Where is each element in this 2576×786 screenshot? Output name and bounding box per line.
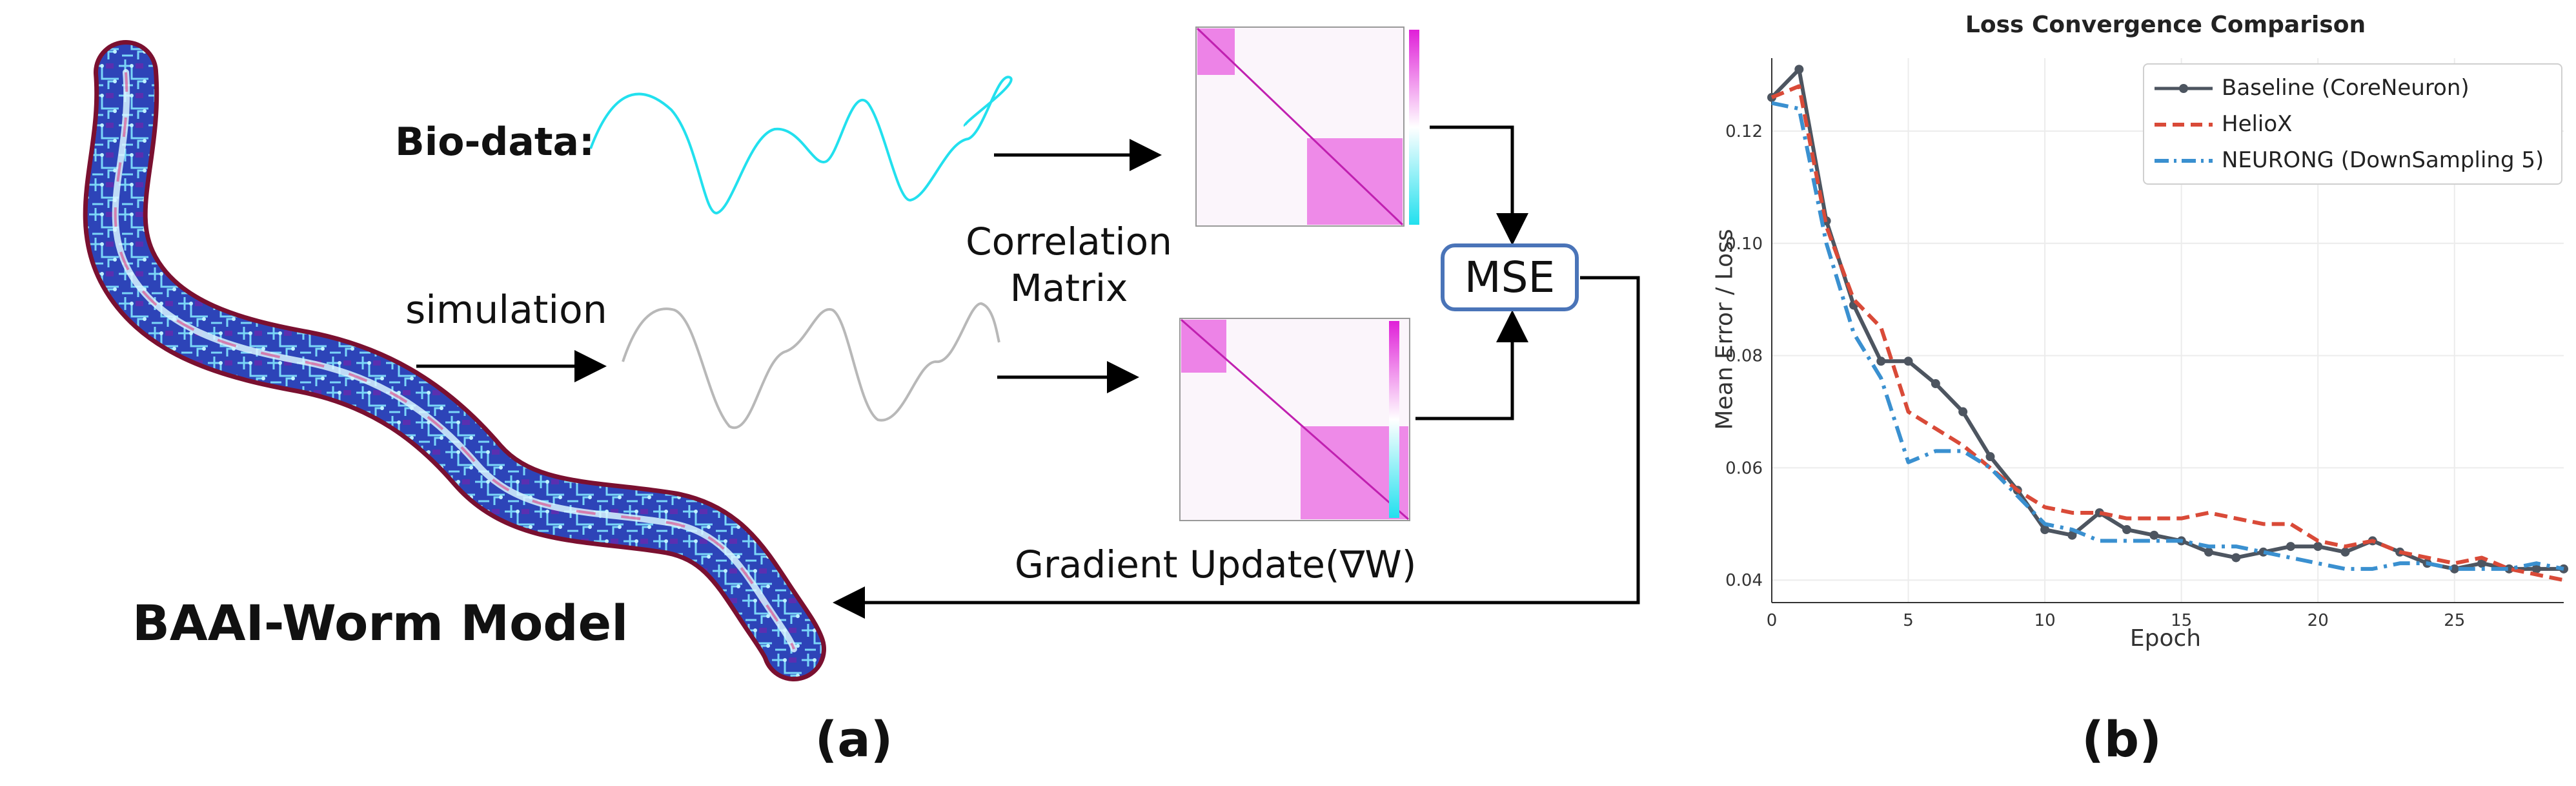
gradient-update-label: Gradient Update(∇W) bbox=[1015, 543, 1417, 586]
series-point-0 bbox=[2067, 530, 2077, 540]
series-point-0 bbox=[2204, 547, 2213, 557]
legend-swatch-heliox bbox=[2155, 123, 2213, 127]
x-tick-label: 20 bbox=[2307, 611, 2329, 630]
legend-label-neurong: NEURONG (DownSampling 5) bbox=[2222, 147, 2544, 173]
series-point-0 bbox=[2531, 564, 2541, 574]
simulation-label: simulation bbox=[405, 287, 607, 333]
legend-swatch-baseline bbox=[2155, 84, 2213, 93]
panel-a-label: (a) bbox=[815, 710, 893, 768]
bio-data-label: Bio-data: bbox=[395, 119, 595, 165]
bio-signal-wave bbox=[589, 76, 1013, 215]
x-tick-label: 5 bbox=[1903, 611, 1914, 630]
legend-item-neurong: NEURONG (DownSampling 5) bbox=[2144, 145, 2561, 177]
series-point-0 bbox=[2477, 559, 2487, 568]
worm-illustration bbox=[83, 40, 826, 681]
correlation-label-line1: Correlation bbox=[966, 220, 1172, 264]
y-tick-label: 0.12 bbox=[1725, 122, 1763, 141]
series-point-0 bbox=[1985, 452, 1995, 462]
series-point-0 bbox=[1876, 357, 1886, 366]
series-point-0 bbox=[2122, 525, 2132, 535]
series-point-0 bbox=[1903, 357, 1913, 366]
arrow-matrix-top-to-mse bbox=[1430, 125, 1528, 245]
series-line-1 bbox=[1770, 84, 2564, 583]
mse-box: MSE bbox=[1441, 243, 1579, 311]
model-label: BAAI-Worm Model bbox=[132, 594, 629, 652]
chart-ylabel: Mean Error / Loss bbox=[1711, 229, 1738, 430]
series-point-0 bbox=[2286, 542, 2295, 552]
series-point-0 bbox=[1931, 379, 1940, 389]
simulation-signal-wave bbox=[622, 302, 1000, 429]
arrow-mse-gradient-feedback bbox=[833, 276, 1640, 619]
y-tick-label: 0.10 bbox=[1725, 234, 1763, 254]
arrow-matrix-bottom-to-mse bbox=[1415, 310, 1528, 420]
correlation-matrix-top bbox=[1195, 26, 1419, 227]
legend-label-baseline: Baseline (CoreNeuron) bbox=[2222, 75, 2470, 101]
legend-item-heliox: HelioX bbox=[2144, 109, 2561, 141]
legend-item-baseline: Baseline (CoreNeuron) bbox=[2144, 72, 2561, 105]
series-point-0 bbox=[2040, 525, 2050, 535]
legend-label-heliox: HelioX bbox=[2222, 111, 2293, 137]
chart-xlabel: Epoch bbox=[2129, 625, 2202, 652]
series-point-0 bbox=[2149, 530, 2159, 540]
x-tick-label: 10 bbox=[2034, 611, 2056, 630]
series-point-0 bbox=[2313, 542, 2323, 552]
x-tick-label: 25 bbox=[2444, 611, 2465, 630]
series-point-0 bbox=[2231, 553, 2241, 563]
series-point-0 bbox=[2340, 547, 2350, 557]
y-tick-label: 0.06 bbox=[1725, 459, 1763, 478]
y-tick-label: 0.04 bbox=[1725, 571, 1763, 590]
series-point-0 bbox=[1958, 407, 1968, 417]
series-line-2 bbox=[1771, 101, 2564, 571]
panel-b-label: (b) bbox=[2082, 710, 2162, 768]
correlation-label-line2: Matrix bbox=[1009, 266, 1128, 310]
x-tick-label: 15 bbox=[2171, 611, 2192, 630]
series-point-0 bbox=[1794, 65, 1804, 74]
legend-swatch-neurong bbox=[2155, 159, 2213, 163]
mse-label: MSE bbox=[1464, 253, 1556, 302]
y-tick-label: 0.08 bbox=[1725, 347, 1763, 366]
correlation-matrix-bottom bbox=[1179, 318, 1410, 521]
x-tick-label: 0 bbox=[1767, 611, 1778, 630]
chart-title: Loss Convergence Comparison bbox=[1965, 12, 2366, 38]
chart-legend: Baseline (CoreNeuron) HelioX NEURONG (Do… bbox=[2143, 63, 2562, 185]
